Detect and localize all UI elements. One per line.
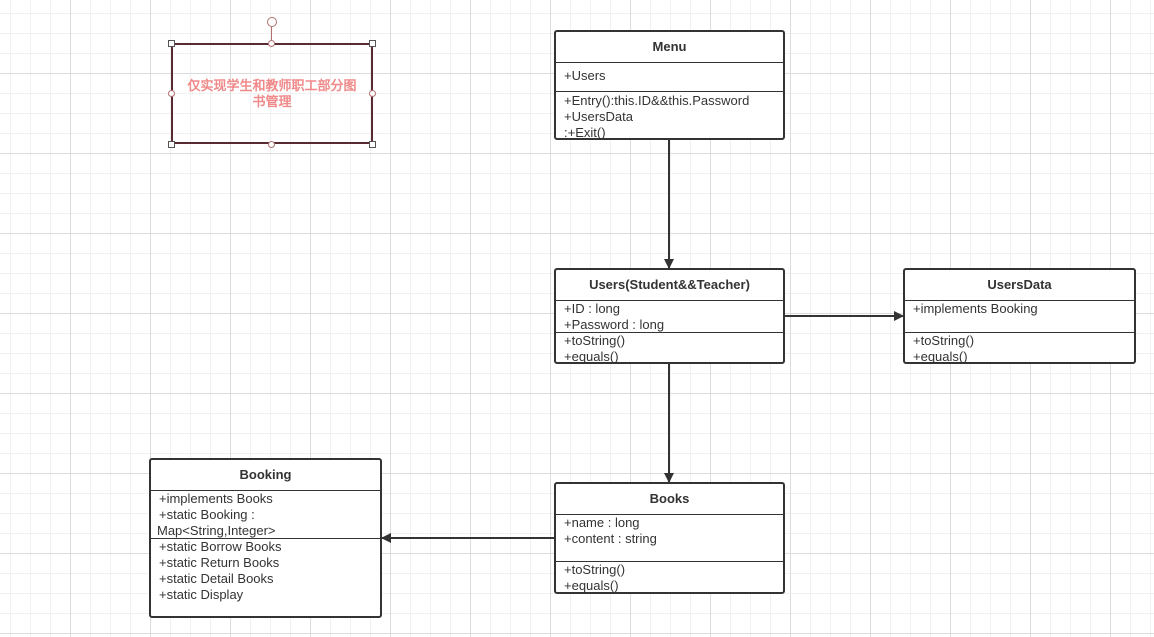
resize-handle-left[interactable] xyxy=(168,90,175,97)
attribute-row: +Password : long xyxy=(564,317,665,332)
attribute-row: +name : long xyxy=(564,515,640,530)
class-books[interactable]: Books +name : long +content : string +to… xyxy=(554,482,785,594)
class-title: Menu xyxy=(556,32,783,63)
attribute-row: +implements Booking xyxy=(913,301,1038,316)
class-usersdata[interactable]: UsersData +implements Booking +toString(… xyxy=(903,268,1136,364)
attribute-row: +content : string xyxy=(564,531,657,546)
methods-section: +static Borrow Books +static Return Book… xyxy=(151,539,380,603)
class-title: Booking xyxy=(151,460,380,491)
rotate-handle-stem xyxy=(271,27,272,43)
method-row: :+Exit() xyxy=(564,125,606,140)
methods-section: +toString() +equals() xyxy=(556,562,783,594)
methods-section: +toString() +equals() xyxy=(556,333,783,365)
method-row: +toString() xyxy=(913,333,975,348)
attribute-row: +implements Books xyxy=(159,491,273,506)
method-row: +toString() xyxy=(564,562,626,577)
method-row: +equals() xyxy=(564,578,619,593)
note-box[interactable]: 仅实现学生和教师职工部分图书管理 xyxy=(171,43,373,144)
method-row: +static Borrow Books xyxy=(159,539,282,554)
resize-handle-top[interactable] xyxy=(268,40,275,47)
method-row: +toString() xyxy=(564,333,626,348)
class-booking[interactable]: Booking +implements Books +static Bookin… xyxy=(149,458,382,618)
method-row: +static Return Books xyxy=(159,555,280,570)
attribute-row: Map<String,Integer> xyxy=(157,523,276,538)
method-row: +static Display xyxy=(159,587,244,602)
attribute-row: +ID : long xyxy=(564,301,621,316)
method-row: +static Detail Books xyxy=(159,571,274,586)
resize-handle-right[interactable] xyxy=(369,90,376,97)
attributes-section: +name : long +content : string xyxy=(556,515,783,562)
class-title: Books xyxy=(556,484,783,515)
resize-handle-top-right[interactable] xyxy=(369,40,376,47)
attribute-row: +Users xyxy=(564,68,606,83)
methods-section: +Entry():this.ID&&this.Password +UsersDa… xyxy=(556,92,783,141)
resize-handle-bottom[interactable] xyxy=(268,141,275,148)
method-row: +Entry():this.ID&&this.Password xyxy=(564,93,750,108)
attributes-section: +implements Booking xyxy=(905,301,1134,333)
method-row: +equals() xyxy=(564,349,619,364)
attribute-row: +static Booking : xyxy=(159,507,255,522)
class-title: Users(Student&&Teacher) xyxy=(556,270,783,301)
attributes-section: +Users xyxy=(556,63,783,92)
rotate-handle[interactable] xyxy=(267,17,277,27)
attributes-section: +implements Books +static Booking : Map<… xyxy=(151,491,380,539)
methods-section: +toString() +equals() xyxy=(905,333,1134,365)
method-row: +UsersData xyxy=(564,109,633,124)
resize-handle-top-left[interactable] xyxy=(168,40,175,47)
class-menu[interactable]: Menu +Users +Entry():this.ID&&this.Passw… xyxy=(554,30,785,140)
resize-handle-bottom-right[interactable] xyxy=(369,141,376,148)
attributes-section: +ID : long +Password : long xyxy=(556,301,783,333)
class-users[interactable]: Users(Student&&Teacher) +ID : long +Pass… xyxy=(554,268,785,364)
method-row: +equals() xyxy=(913,349,968,364)
resize-handle-bottom-left[interactable] xyxy=(168,141,175,148)
class-title: UsersData xyxy=(905,270,1134,301)
note-text: 仅实现学生和教师职工部分图书管理 xyxy=(187,77,357,109)
